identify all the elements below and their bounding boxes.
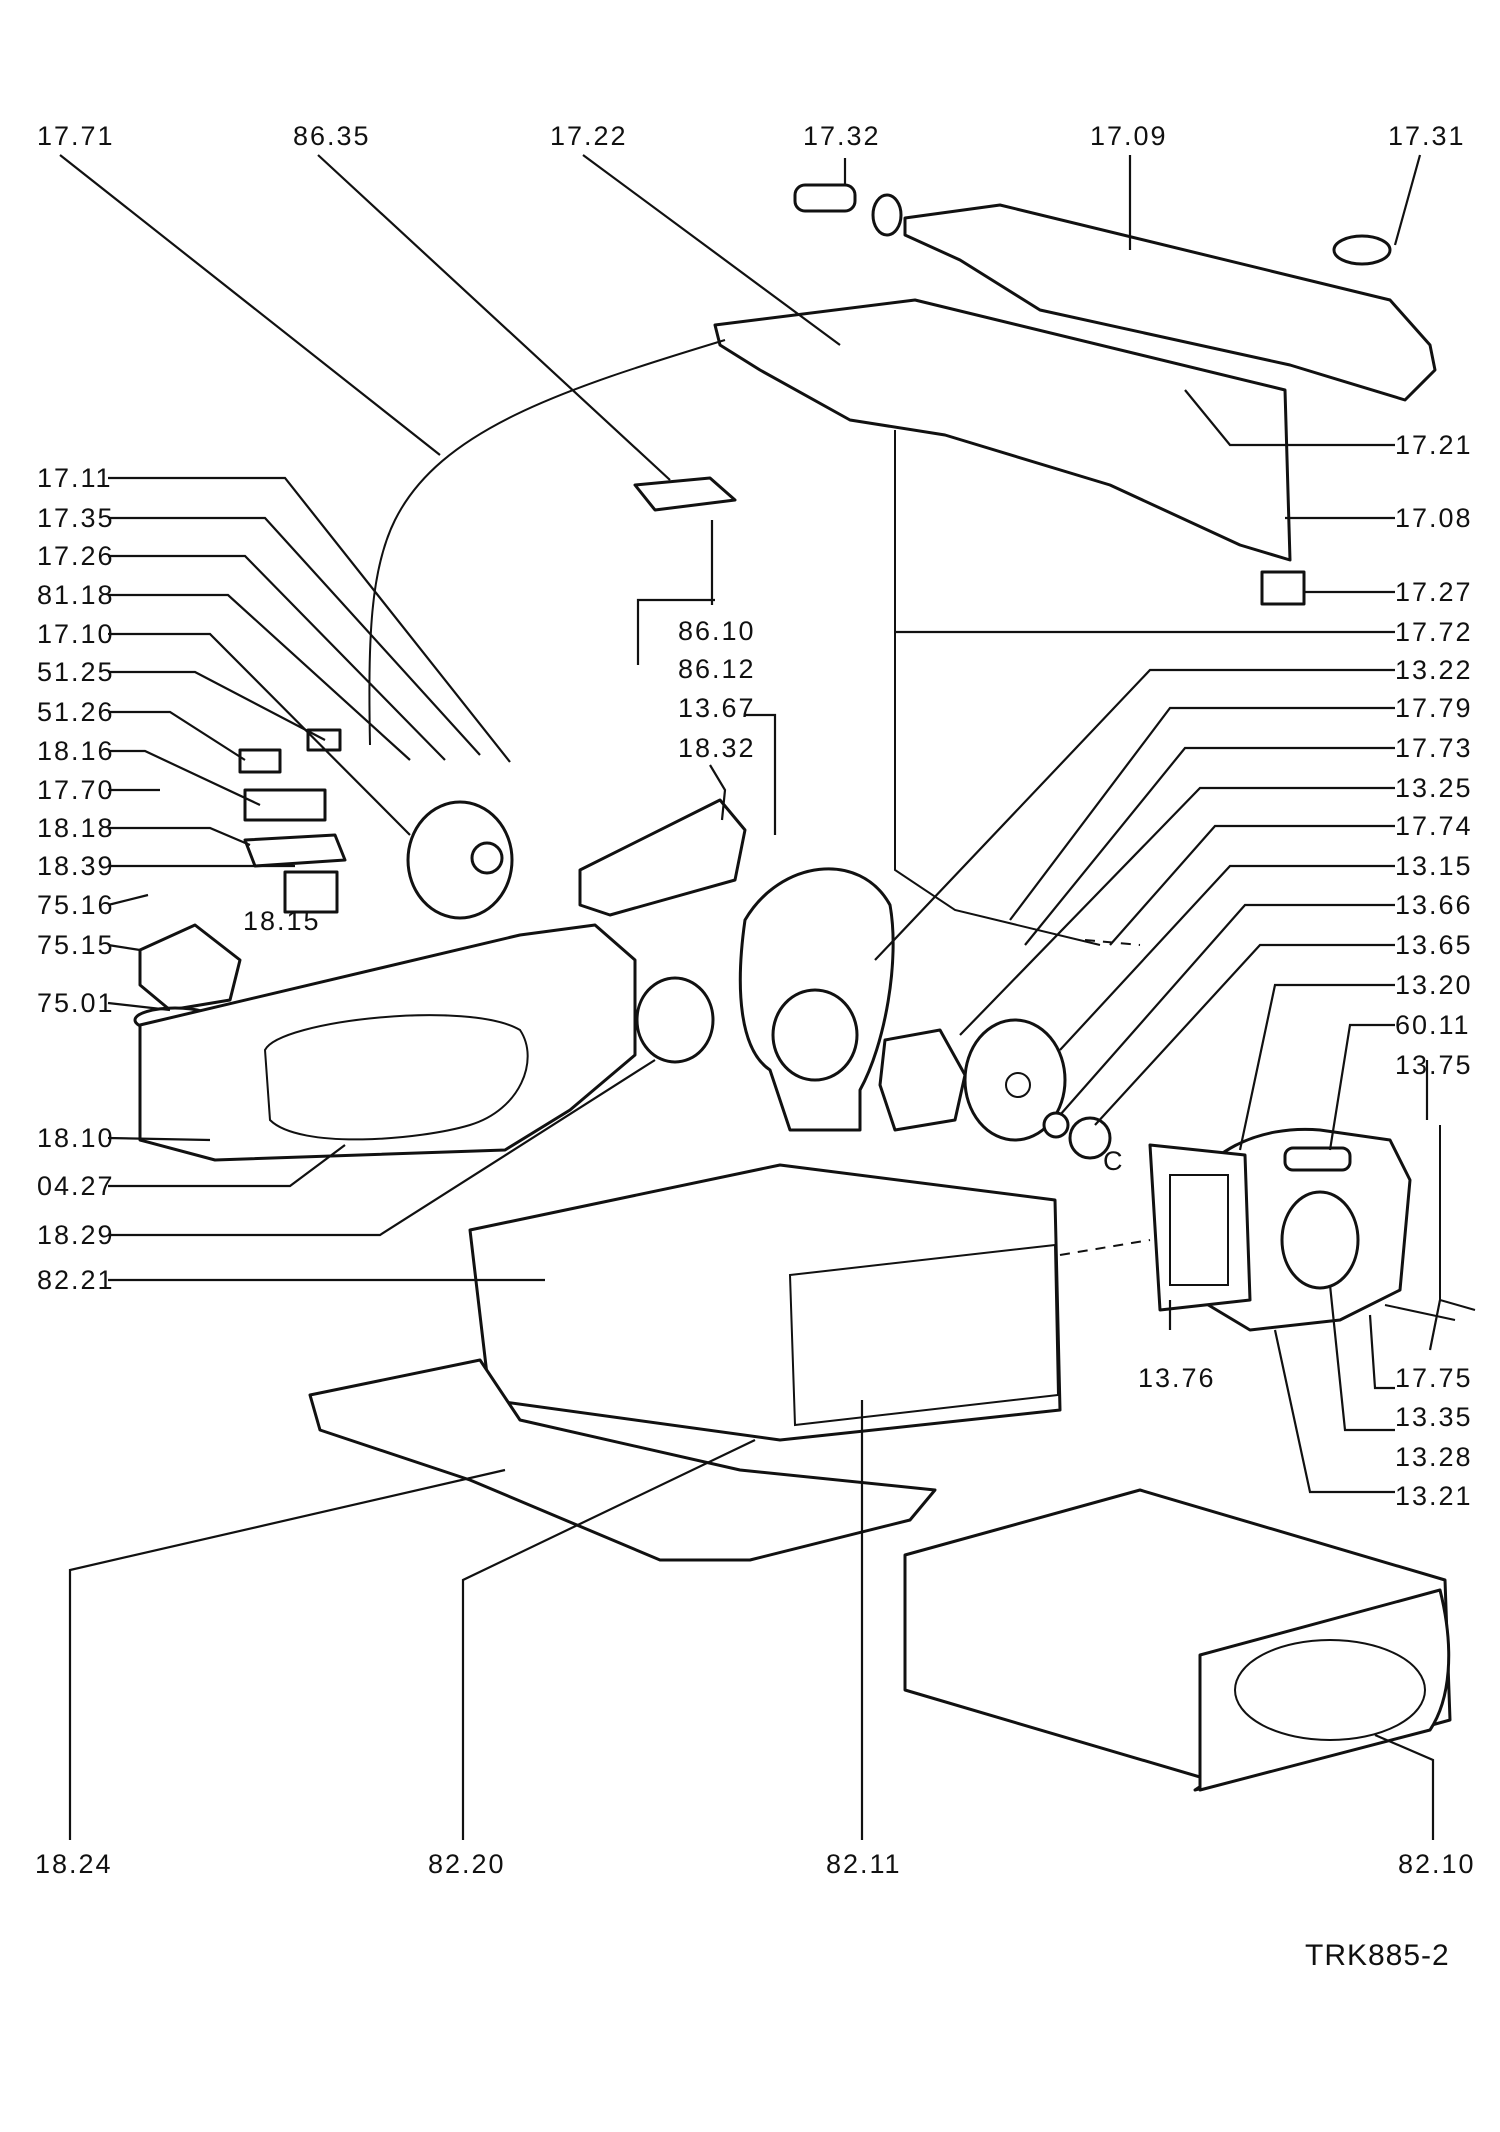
label-17-11: 17.11: [37, 463, 113, 493]
label-82-10: 82.10: [1398, 1849, 1476, 1879]
label-18-16: 18.16: [37, 736, 115, 766]
label-82-11: 82.11: [826, 1849, 902, 1879]
label-13-35: 13.35: [1395, 1402, 1473, 1432]
label-17-09: 17.09: [1090, 121, 1168, 151]
label-17-71: 17.71: [37, 121, 115, 151]
label-17-08: 17.08: [1395, 503, 1473, 533]
wheel-13-65: [1068, 1116, 1112, 1160]
label-13-75: 13.75: [1395, 1050, 1473, 1080]
knob-17-10: [406, 800, 514, 920]
ring-17-32: [871, 193, 903, 237]
label-17-32: 17.32: [803, 121, 881, 151]
label-18-29: 18.29: [37, 1220, 115, 1250]
exchanger-grille-82-10: [1234, 1639, 1426, 1741]
label-86-10: 86.10: [678, 616, 756, 646]
tray-17-08: [713, 298, 1292, 562]
motor-75-15: [138, 923, 242, 1012]
label-17-79: 17.79: [1395, 693, 1473, 723]
box-82-21: [468, 1163, 1062, 1442]
plate-86-35: [633, 476, 737, 512]
label-60-11: 60.11: [1395, 1010, 1471, 1040]
housing-18-10: [138, 923, 637, 1162]
frame-inner-13-76: [1169, 1174, 1229, 1286]
label-82-21: 82.21: [37, 1265, 115, 1295]
duct-18-32: [578, 798, 747, 917]
cap-17-31: [1332, 234, 1392, 266]
label-17-75: 17.75: [1395, 1363, 1473, 1393]
label-13-15: 13.15: [1395, 851, 1473, 881]
seal-18-29: [635, 976, 715, 1064]
housing-window-18-10: [263, 1014, 529, 1141]
label-13-20: 13.20: [1395, 970, 1473, 1000]
label-18-18: 18.18: [37, 813, 115, 843]
label-13-28: 13.28: [1395, 1442, 1473, 1472]
label-17-10: 17.10: [37, 619, 115, 649]
label-17-31: 17.31: [1388, 121, 1466, 151]
frame-13-76: [1148, 1143, 1252, 1312]
label-75-15: 75.15: [37, 930, 115, 960]
label-51-25: 51.25: [37, 657, 115, 687]
label-18-15: 18.15: [243, 906, 321, 936]
fan-13-25: [878, 1028, 967, 1132]
tank-17-09: [903, 203, 1437, 402]
label-51-26: 51.26: [37, 697, 115, 727]
block-51-26: [238, 748, 282, 774]
label-17-26: 17.26: [37, 541, 115, 571]
label-13-25: 13.25: [1395, 773, 1473, 803]
label-18-10: 18.10: [37, 1123, 115, 1153]
blower-inlet-13-20: [1280, 1190, 1360, 1290]
label-13-76: 13.76: [1138, 1363, 1216, 1393]
label-18-32: 18.32: [678, 733, 756, 763]
label-18-39: 18.39: [37, 851, 115, 881]
rod-17-75: [1384, 1304, 1456, 1321]
washer-13-66: [1042, 1111, 1070, 1139]
label-17-72: 17.72: [1395, 617, 1473, 647]
label-18-24: 18.24: [35, 1849, 113, 1879]
label-13-66: 13.66: [1395, 890, 1473, 920]
label-75-16: 75.16: [37, 890, 115, 920]
label-17-21: 17.21: [1395, 430, 1473, 460]
label-17-70: 17.70: [37, 775, 115, 805]
gasket-18-18: [243, 833, 347, 868]
knob-hub-17-10: [470, 841, 504, 875]
label-17-22: 17.22: [550, 121, 628, 151]
leader-lines: [59, 154, 1442, 1840]
cable-17-71: [368, 339, 726, 746]
label-86-35: 86.35: [293, 121, 371, 151]
label-13-67: 13.67: [678, 693, 756, 723]
label-13-22: 13.22: [1395, 655, 1473, 685]
rod-13-75: [1439, 1125, 1476, 1311]
block-18-15: [283, 870, 339, 914]
label-82-20: 82.20: [428, 1849, 506, 1879]
bracket-17-27: [1260, 570, 1306, 606]
label-17-74: 17.74: [1395, 811, 1473, 841]
label-17-35: 17.35: [37, 503, 115, 533]
box-front-82-21: [788, 1243, 1060, 1427]
capacitor-60-11: [1283, 1146, 1352, 1172]
plate-18-24: [308, 1358, 937, 1562]
plug-17-32: [793, 183, 857, 213]
label-17-73: 17.73: [1395, 733, 1473, 763]
drawing-code: TRK885-2: [1305, 1939, 1450, 1972]
blower-outlet-13-67: [771, 988, 859, 1082]
motor-hub-13-15: [1005, 1072, 1031, 1098]
label-13-21: 13.21: [1395, 1481, 1473, 1511]
motor-13-15: [963, 1018, 1067, 1142]
marker-c: C: [1103, 1146, 1125, 1176]
label-75-01: 75.01: [37, 988, 115, 1018]
plate-18-16: [243, 788, 327, 822]
label-17-27: 17.27: [1395, 577, 1473, 607]
part-labels: 17.71 86.35 17.22 17.32 17.09 17.31 17.1…: [35, 121, 1476, 1972]
rod-17-72: [894, 430, 1101, 946]
label-86-12: 86.12: [678, 654, 756, 684]
label-81-18: 81.18: [37, 580, 115, 610]
label-04-27: 04.27: [37, 1171, 115, 1201]
label-13-65: 13.65: [1395, 930, 1473, 960]
